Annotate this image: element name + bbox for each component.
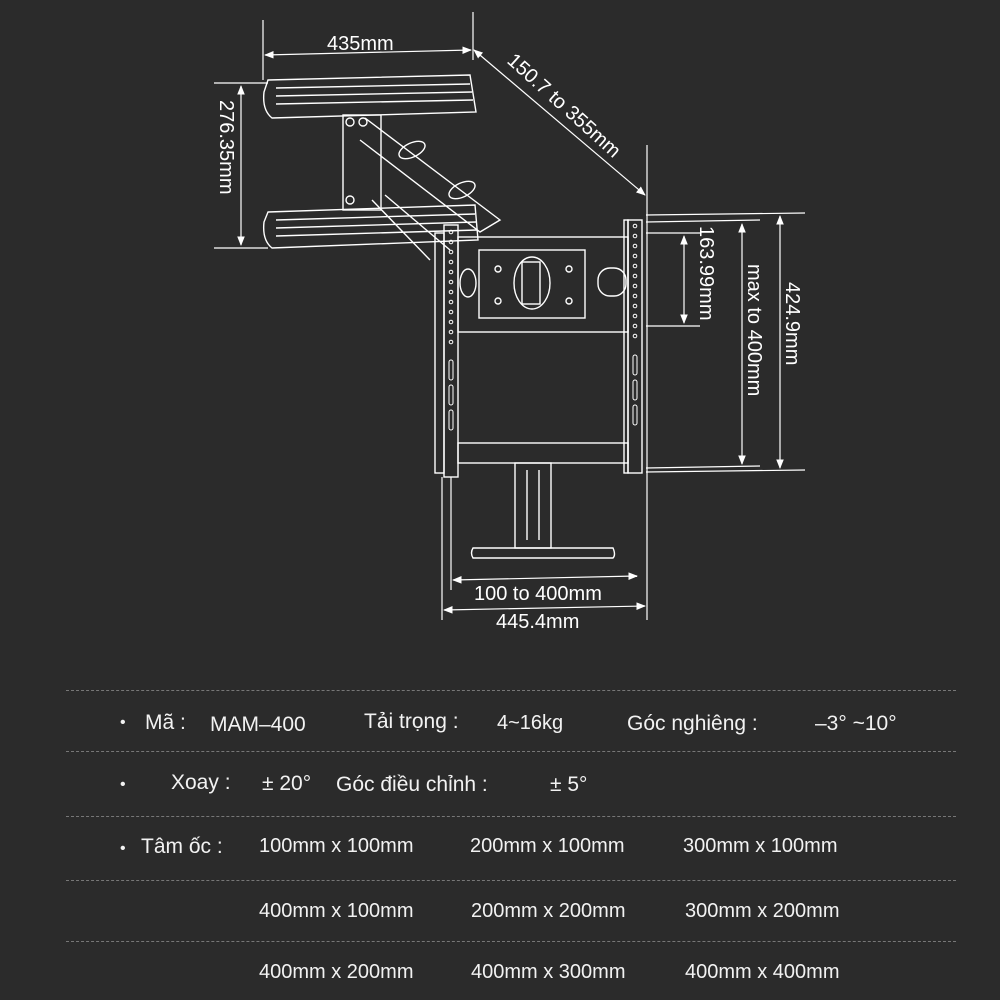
spec-swivel-value: ± 20° (262, 772, 312, 795)
bullet-icon: • (120, 776, 126, 793)
spec-code-value: MAM–400 (210, 713, 306, 736)
spec-adjust-value: ± 5° (550, 773, 588, 796)
spec-adjust-label: Góc điều chỉnh : (336, 773, 488, 796)
vesa-value: 100mm x 100mm (259, 835, 414, 857)
dim-plate-height: 163.99mm (695, 226, 717, 321)
dim-arm-width: 435mm (327, 33, 394, 55)
divider (66, 816, 956, 817)
divider (66, 880, 956, 881)
spec-vesa-label: Tâm ốc : (141, 835, 223, 858)
vesa-value: 200mm x 100mm (470, 835, 625, 857)
vesa-value: 400mm x 100mm (259, 900, 414, 922)
vesa-value: 300mm x 200mm (685, 900, 840, 922)
spec-tilt-label: Góc nghiêng : (627, 712, 758, 735)
vesa-value: 300mm x 100mm (683, 835, 838, 857)
divider (66, 941, 956, 942)
dim-wall-plate-height: 276.35mm (215, 100, 237, 195)
dim-arm-extension: 150.7 to 355mm (503, 49, 625, 162)
dim-overall-width: 445.4mm (496, 611, 579, 633)
spec-swivel-label: Xoay : (171, 771, 231, 794)
bullet-icon: • (120, 840, 126, 857)
mount-diagram: 435mm 150.7 to 355mm 276.35mm 163.99mm m… (214, 12, 806, 633)
bullet-icon: • (120, 714, 126, 731)
vesa-value: 400mm x 300mm (471, 961, 626, 983)
vesa-value: 400mm x 400mm (685, 961, 840, 983)
dim-overall-height: 424.9mm (781, 282, 803, 365)
spec-tilt-value: –3° ~10° (815, 712, 897, 735)
divider (66, 751, 956, 752)
spec-code-label: Mã : (145, 711, 186, 734)
dim-vesa-horizontal: 100 to 400mm (474, 583, 602, 605)
spec-load-label: Tải trọng : (364, 710, 459, 733)
vesa-value: 200mm x 200mm (471, 900, 626, 922)
vesa-value: 400mm x 200mm (259, 961, 414, 983)
divider (66, 690, 956, 691)
dim-vesa-vertical: max to 400mm (743, 264, 765, 396)
spec-load-value: 4~16kg (497, 712, 564, 734)
